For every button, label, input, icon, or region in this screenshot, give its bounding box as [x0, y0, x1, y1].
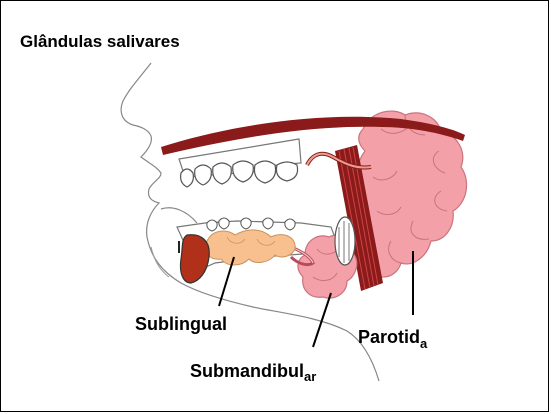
label-submandibular-tail: ar [304, 369, 316, 384]
figure-title: Glândulas salivares [20, 32, 180, 52]
jaw-line [161, 208, 197, 223]
label-parotida-tail: a [420, 336, 427, 351]
label-submandibular-main: Submandibul [190, 361, 304, 381]
label-submandibular: Submandibular [190, 361, 316, 382]
label-parotida: Parotida [358, 327, 427, 348]
sublingual-pointer [219, 257, 234, 306]
label-parotida-main: Parotid [358, 327, 420, 347]
mandible-ramus [335, 217, 355, 265]
mouth-floor [180, 235, 209, 283]
label-sublingual: Sublingual [135, 314, 227, 335]
label-sublingual-text: Sublingual [135, 314, 227, 334]
